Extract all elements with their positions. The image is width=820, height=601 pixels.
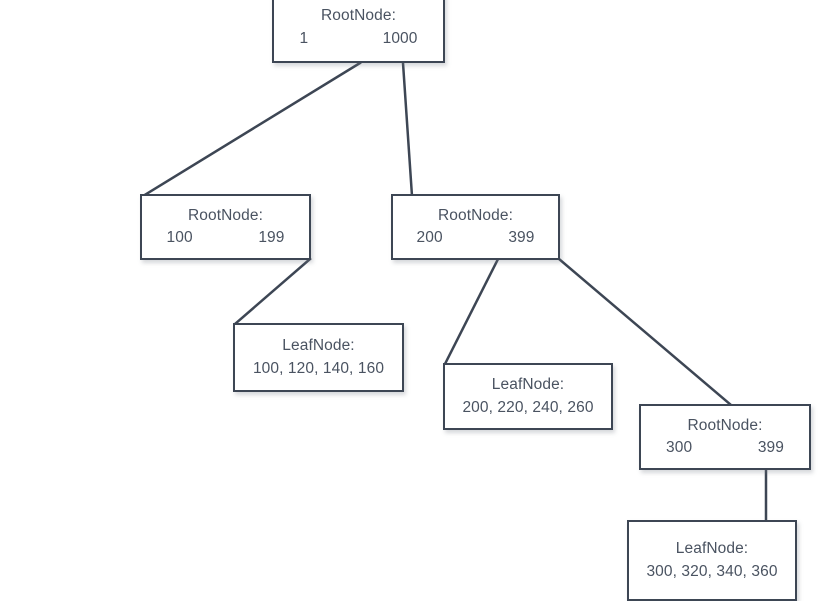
node-keys: 100, 120, 140, 160 [252, 359, 385, 377]
node-range: 1 1000 [300, 28, 418, 50]
node-title: LeafNode: [675, 540, 749, 558]
node-range: 300 399 [666, 437, 784, 459]
node-title: LeafNode: [491, 376, 565, 394]
range-high: 199 [258, 229, 285, 246]
node-leaf-200[interactable]: LeafNode: 200, 220, 240, 260 [443, 363, 613, 430]
edge-root-to-200 [401, 61, 414, 198]
edge-200-to-leaf200 [443, 257, 500, 366]
edge-200-to-root300 [557, 257, 733, 407]
node-title: RootNode: [320, 7, 396, 25]
node-range: 100 199 [167, 227, 285, 249]
node-keys: 200, 220, 240, 260 [462, 398, 594, 416]
node-title: RootNode: [187, 206, 263, 224]
node-leaf-100[interactable]: LeafNode: 100, 120, 140, 160 [233, 323, 404, 392]
node-keys: 300, 320, 340, 360 [646, 562, 778, 580]
range-high: 1000 [382, 29, 418, 47]
node-root-200-399[interactable]: RootNode: 200 399 [391, 194, 560, 260]
range-low: 100 [166, 229, 193, 246]
edge-root-to-100 [141, 61, 362, 198]
node-title: LeafNode: [282, 337, 355, 355]
range-low: 300 [666, 439, 693, 456]
node-title: RootNode: [687, 416, 763, 434]
node-range: 200 399 [417, 227, 535, 249]
range-low: 200 [416, 229, 443, 246]
node-root-100-199[interactable]: RootNode: 100 199 [140, 194, 311, 260]
edge-100-to-leaf100 [233, 257, 312, 326]
node-leaf-300[interactable]: LeafNode: 300, 320, 340, 360 [627, 520, 797, 601]
node-title: RootNode: [437, 206, 513, 224]
node-root-1-1000[interactable]: RootNode: 1 1000 [272, 0, 445, 63]
range-low: 1 [299, 29, 309, 47]
range-high: 399 [757, 439, 784, 456]
node-root-300-399[interactable]: RootNode: 300 399 [639, 404, 811, 470]
range-high: 399 [508, 229, 535, 246]
